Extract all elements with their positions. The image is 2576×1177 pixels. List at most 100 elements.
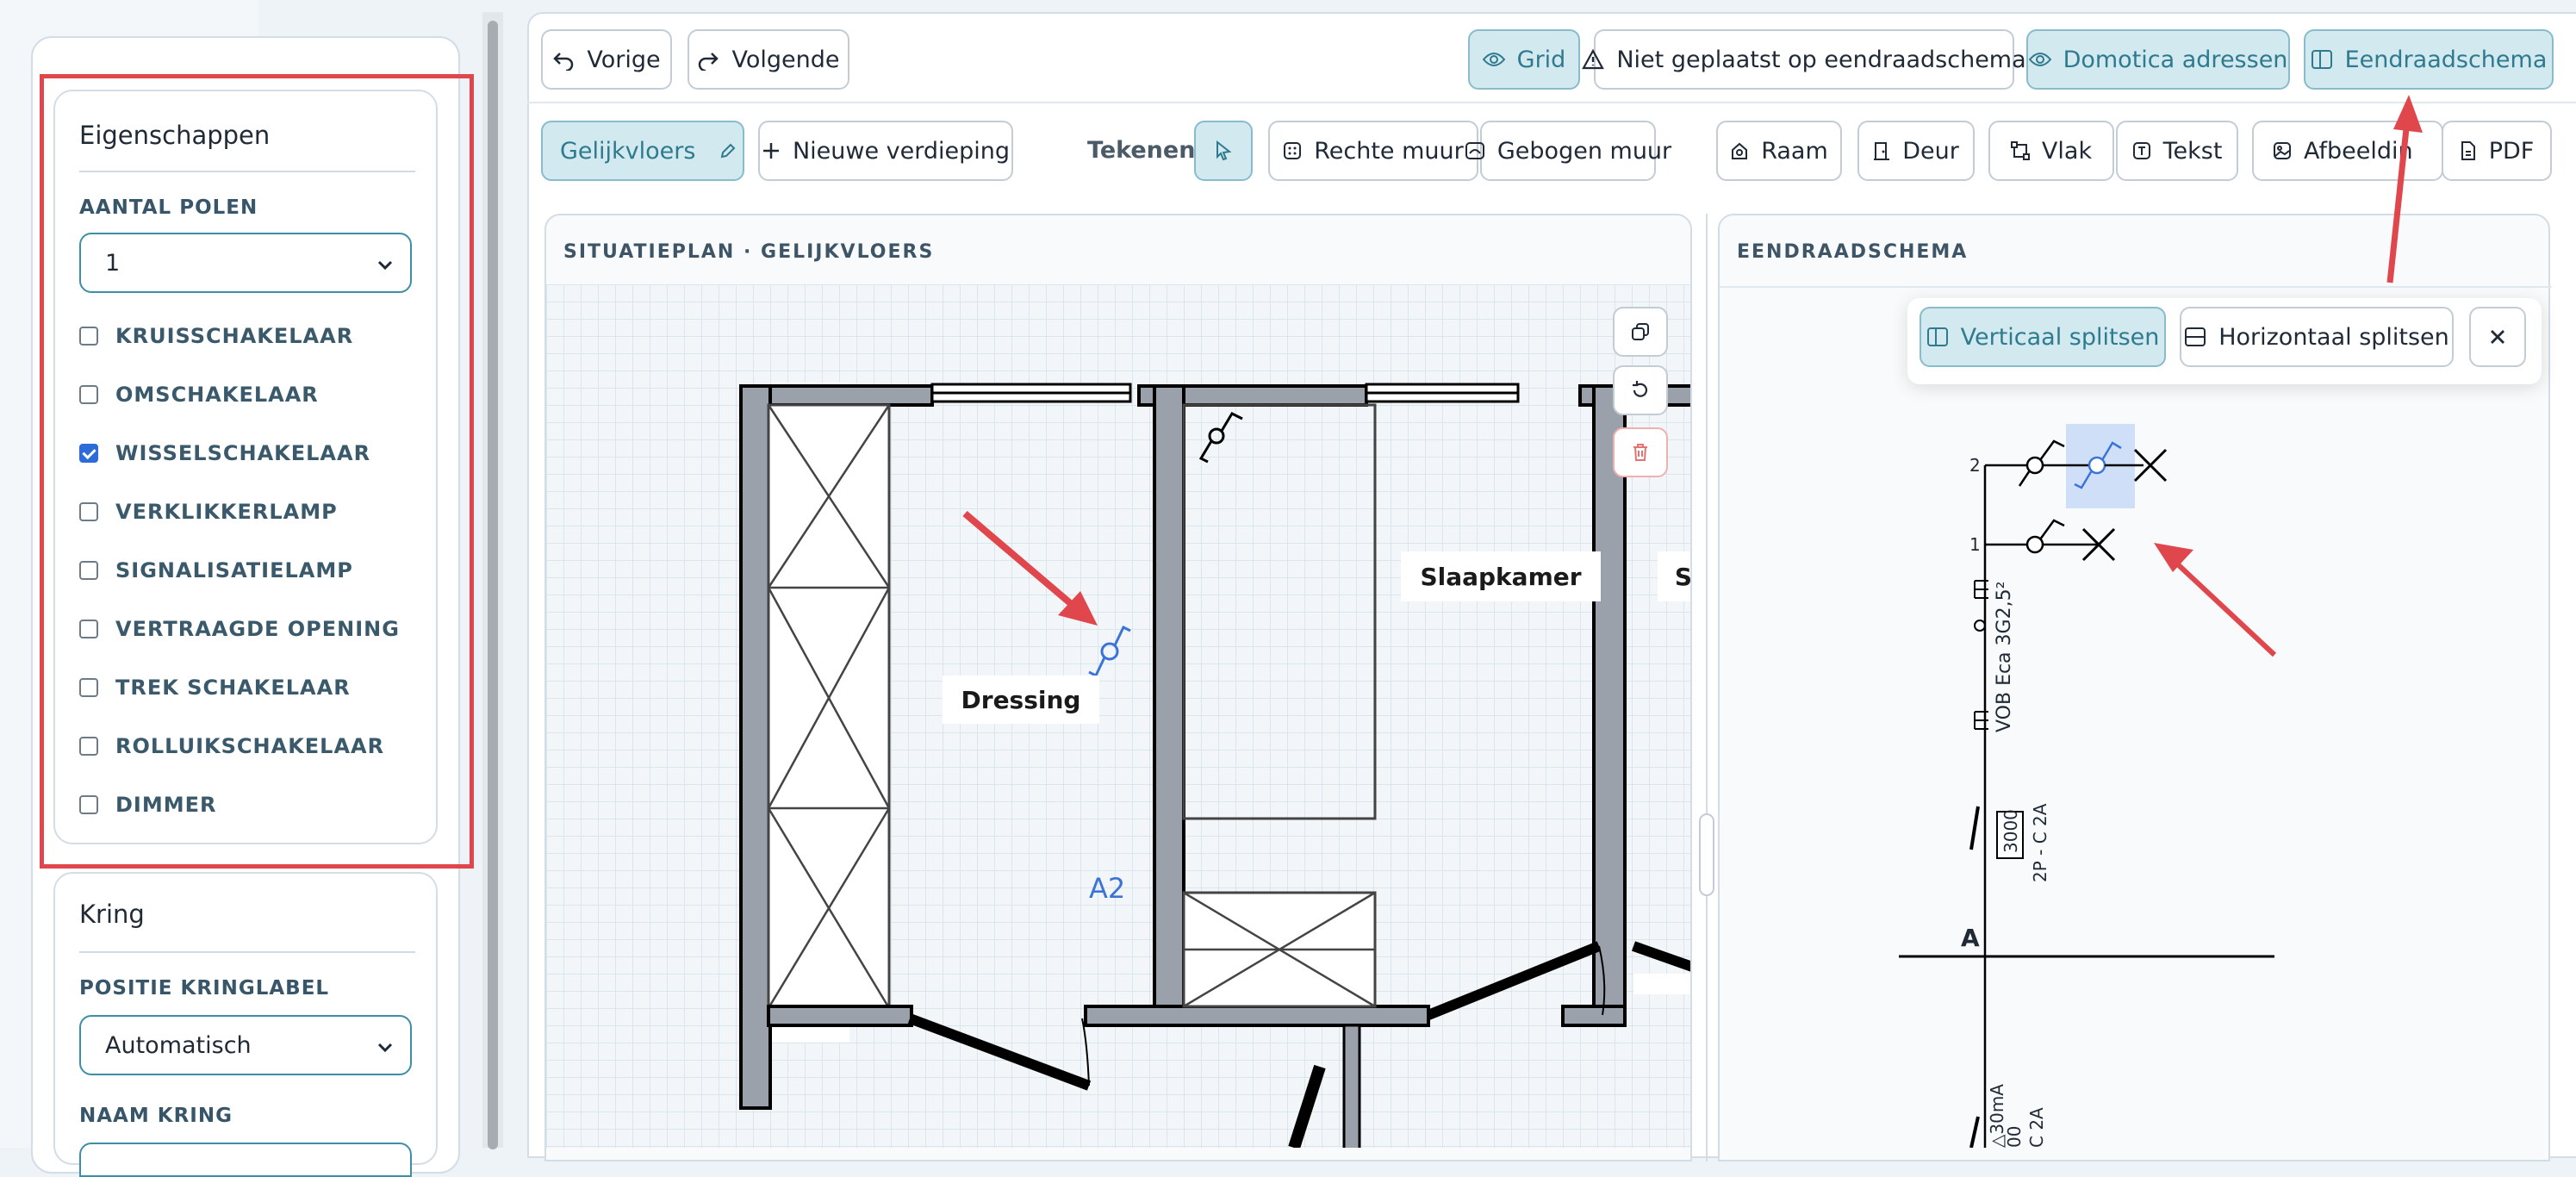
- select-tool[interactable]: [1194, 121, 1253, 181]
- checkbox-wisselschakelaar[interactable]: WISSELSCHAKELAAR: [79, 441, 370, 465]
- tool-label: Rechte muur: [1314, 137, 1464, 165]
- next-button[interactable]: Volgende: [688, 29, 849, 90]
- sidebar-scrollbar-thumb[interactable]: [488, 21, 498, 1149]
- checkbox-label: VERKLIKKERLAMP: [115, 500, 338, 524]
- checkbox-box[interactable]: [79, 795, 98, 814]
- single-line-toggle[interactable]: Eendraadschema: [2304, 29, 2554, 90]
- checkbox-box[interactable]: [79, 385, 98, 404]
- plan-canvas[interactable]: Dressing Slaapkamer S A2: [546, 284, 1690, 1148]
- draw-label: Tekenen:: [1087, 137, 1205, 164]
- domotics-toggle[interactable]: Domotica adressen: [2026, 29, 2290, 90]
- columns-icon: [2311, 50, 2332, 69]
- grid-label: Grid: [1516, 46, 1566, 73]
- label-position-select[interactable]: Automatisch: [79, 1015, 412, 1075]
- prev-button[interactable]: Vorige: [541, 29, 672, 90]
- properties-divider: [79, 171, 415, 172]
- rotate-button[interactable]: [1613, 365, 1668, 415]
- checkbox-box[interactable]: [79, 678, 98, 697]
- pencil-icon[interactable]: [719, 142, 737, 159]
- next-label: Volgende: [731, 46, 840, 73]
- redo-icon: [699, 53, 719, 71]
- selected-switch-symbol: [1088, 625, 1131, 678]
- room-label-partial[interactable]: S: [1658, 551, 1690, 601]
- checkbox-box-checked[interactable]: [79, 444, 98, 463]
- checkbox-verklikkerlamp[interactable]: VERKLIKKERLAMP: [79, 500, 338, 524]
- checkbox-dimmer[interactable]: DIMMER: [79, 793, 217, 817]
- checkbox-rolluikschakelaar[interactable]: ROLLUIKSCHAKELAAR: [79, 734, 384, 758]
- circuit-name-input[interactable]: [79, 1143, 412, 1177]
- columns-icon: [1926, 327, 1948, 346]
- door-icon: [1874, 142, 1890, 160]
- undo-icon: [553, 53, 574, 71]
- checkbox-box[interactable]: [79, 327, 98, 346]
- checkbox-vertraagde-opening[interactable]: VERTRAAGDE OPENING: [79, 617, 400, 641]
- tool-label: Vlak: [2041, 137, 2093, 165]
- rows-icon: [2185, 327, 2206, 346]
- prev-label: Vorige: [587, 46, 661, 73]
- tool-text[interactable]: Tekst: [2116, 121, 2238, 181]
- checkbox-box[interactable]: [79, 561, 98, 580]
- tool-area[interactable]: Vlak: [1988, 121, 2114, 181]
- tool-straight-wall[interactable]: Rechte muur: [1268, 121, 1478, 181]
- tool-pdf[interactable]: PDF: [2442, 121, 2552, 181]
- checkbox-label: KRUISSCHAKELAAR: [115, 324, 354, 348]
- checkbox-omschakelaar[interactable]: OMSCHAKELAAR: [79, 383, 319, 407]
- symbol-label-a2[interactable]: A2: [1089, 872, 1126, 905]
- poles-select[interactable]: 1: [79, 233, 412, 293]
- tool-label: PDF: [2488, 137, 2535, 165]
- checkbox-box[interactable]: [79, 502, 98, 521]
- breaker-rating: 2P - C 2A: [2030, 803, 2050, 882]
- close-split-button[interactable]: [2469, 307, 2526, 367]
- annotation-arrow: [2386, 95, 2423, 283]
- checkbox-label: TREK SCHAKELAAR: [115, 676, 351, 700]
- checkbox-kruisschakelaar[interactable]: KRUISSCHAKELAAR: [79, 324, 353, 348]
- splitter-handle[interactable]: [1699, 813, 1714, 896]
- highlight-frame: [40, 74, 474, 869]
- sidebar-scrollbar[interactable]: [482, 12, 503, 1149]
- splitter-line: [1706, 214, 1708, 1161]
- checkbox-label: SIGNALISATIELAMP: [115, 558, 353, 582]
- single-line-diagram[interactable]: [1720, 396, 2548, 1148]
- room-label-dressing[interactable]: Dressing: [943, 676, 1099, 724]
- new-floor-label: Nieuwe verdieping: [792, 137, 1011, 165]
- room-label-slaapkamer[interactable]: Slaapkamer: [1401, 551, 1601, 601]
- floor-label: Gelijkvloers: [560, 137, 696, 165]
- poles-label: AANTAL POLEN: [79, 196, 258, 219]
- checkbox-label: OMSCHAKELAAR: [115, 383, 319, 407]
- checkbox-box[interactable]: [79, 737, 98, 756]
- not-placed-button[interactable]: Niet geplaatst op eendraadschema: [1582, 29, 2026, 90]
- duplicate-button[interactable]: [1613, 307, 1668, 357]
- poles-select-value: 1: [105, 249, 121, 277]
- delete-button[interactable]: [1613, 427, 1668, 477]
- rotate-icon: [1633, 381, 1648, 397]
- tool-window[interactable]: Raam: [1716, 121, 1842, 181]
- schema-canvas[interactable]: 2 1 VOB Eca 3G2,5² 3000 2P - C 2A A △30m…: [1720, 396, 2548, 1148]
- cursor-icon: [1216, 140, 1232, 161]
- eye-icon: [2028, 53, 2051, 66]
- checkbox-signalisatielamp[interactable]: SIGNALISATIELAMP: [79, 558, 353, 582]
- window-icon: [1732, 142, 1748, 159]
- floor-plan-drawing[interactable]: [546, 284, 1690, 1148]
- area-icon: [2010, 141, 2030, 160]
- tool-door[interactable]: Deur: [1857, 121, 1975, 181]
- split-vertical-button[interactable]: Verticaal splitsen: [1920, 307, 2166, 367]
- not-placed-label: Niet geplaatst op eendraadschema: [1616, 46, 2026, 73]
- tool-label: Deur: [1902, 137, 1959, 165]
- panel-splitter[interactable]: [1699, 214, 1714, 1161]
- grid-toggle[interactable]: Grid: [1468, 29, 1580, 90]
- checkbox-label: ROLLUIKSCHAKELAAR: [115, 734, 385, 758]
- warning-icon: [1582, 49, 1605, 70]
- new-floor-button[interactable]: Nieuwe verdieping: [758, 121, 1013, 181]
- breaker-value: 3000: [2000, 809, 2021, 853]
- close-icon: [2491, 330, 2504, 344]
- label-position-label: POSITIE KRINGLABEL: [79, 977, 330, 1000]
- split-vertical-label: Verticaal splitsen: [1960, 323, 2160, 351]
- checkbox-box[interactable]: [79, 620, 98, 638]
- checkbox-trek-schakelaar[interactable]: TREK SCHAKELAAR: [79, 676, 351, 700]
- curved-wall-icon: [1465, 142, 1484, 159]
- eye-icon: [1482, 53, 1505, 66]
- tool-curved-wall[interactable]: Gebogen muur: [1465, 121, 1671, 181]
- floor-tab-gelijkvloers[interactable]: Gelijkvloers: [541, 121, 744, 181]
- split-horizontal-button[interactable]: Horizontaal splitsen: [2180, 307, 2454, 367]
- tool-label: Raam: [1761, 137, 1828, 165]
